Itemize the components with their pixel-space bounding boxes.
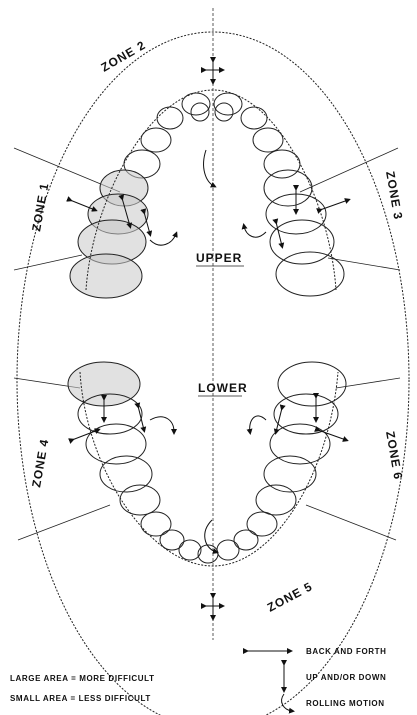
lower-arch-curve <box>79 371 339 567</box>
motion-markers <box>66 57 351 621</box>
legend-small-area: SMALL AREA = LESS DIFFICULT <box>10 694 151 703</box>
upper-arch <box>69 92 345 299</box>
zone-3-label: ZONE 3 <box>383 170 405 221</box>
legend-back-and-forth: BACK AND FORTH <box>306 647 387 656</box>
lower-arch <box>67 361 347 564</box>
zone-6-label: ZONE 6 <box>383 430 405 481</box>
legend: LARGE AREA = MORE DIFFICULT SMALL AREA =… <box>10 647 387 714</box>
legend-rolling-motion: ROLLING MOTION <box>306 699 385 708</box>
zone-dividers <box>13 147 401 541</box>
zone-5-label: ZONE 5 <box>265 579 315 615</box>
zone-1-label: ZONE 1 <box>29 181 51 232</box>
zone-boundary-outer <box>16 31 410 715</box>
legend-large-area: LARGE AREA = MORE DIFFICULT <box>10 674 155 683</box>
upper-arch-label: UPPER <box>196 251 242 265</box>
lower-arch-label: LOWER <box>198 381 248 395</box>
zone-4-label: ZONE 4 <box>29 437 51 488</box>
rolling-motion-icon <box>281 693 295 714</box>
legend-up-down: UP AND/OR DOWN <box>306 673 386 682</box>
upper-arch-curve <box>85 89 337 291</box>
